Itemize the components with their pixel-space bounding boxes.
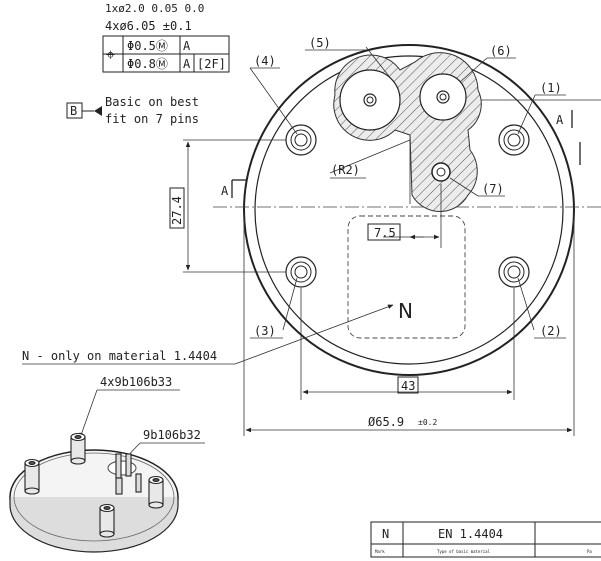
dim-diameter: Ø65.9 ±0.2 (243, 214, 575, 436)
callout-5: (5) (309, 36, 331, 50)
dim-43: 43 (300, 288, 515, 400)
section-marks: A A (221, 110, 581, 198)
dim-7-5-text: 7.5 (374, 226, 396, 240)
datum-b-letter: B (70, 104, 77, 118)
fcf-row2-datum: A (183, 57, 191, 71)
marking-letter-n: N (398, 299, 413, 323)
disc-top-view (243, 44, 575, 376)
callout-1: (1) (540, 81, 562, 95)
feature-control-frame: ⌖ Φ0.5Ⓜ A Φ0.8Ⓜ A [2F] (102, 35, 230, 73)
datum-b-note-line1: Basic on best (105, 95, 199, 109)
callout-7: (7) (482, 182, 504, 196)
title-block-mark-caption: Mark (375, 549, 385, 554)
iso-label-1: 4x9b106b33 (100, 375, 172, 389)
datum-b: B Basic on best fit on 7 pins (66, 95, 199, 126)
dim-27-4: 27.4 (169, 139, 286, 273)
section-mark-a-right: A (556, 113, 564, 127)
fcf-row1-tolerance: Φ0.5Ⓜ (127, 39, 168, 53)
pin-2 (498, 256, 530, 288)
pin-7 (431, 162, 451, 182)
callout-6: (6) (490, 44, 512, 58)
hole-spec-text: 4xø6.05 ±0.1 (105, 19, 192, 33)
fcf-row2-tolerance: Φ0.8Ⓜ (127, 57, 168, 71)
dim-diameter-tol: ±0.2 (418, 418, 437, 427)
iso-label-2: 9b106b32 (143, 428, 201, 442)
dim-43-text: 43 (401, 379, 415, 393)
fcf-row1-datum: A (183, 39, 191, 53)
callout-3: (3) (254, 324, 276, 338)
dim-diameter-text: Ø65.9 (368, 415, 404, 429)
callout-r2: (R2) (331, 163, 360, 177)
callout-2: (2) (540, 324, 562, 338)
dim-7-5: 7.5 (367, 184, 442, 248)
pin-1 (498, 124, 530, 156)
section-mark-a-left: A (221, 184, 229, 198)
clipped-header-text: 1xø2.0 0.05 0.0 (105, 2, 204, 15)
pin-3 (285, 256, 317, 288)
pin-4 (285, 124, 317, 156)
dim-27-4-text: 27.4 (170, 196, 184, 225)
isometric-view: 4x9b106b33 9b106b32 (9, 375, 205, 553)
n-note: N - only on material 1.4404 (22, 304, 394, 365)
title-block-tail: Pa (587, 549, 592, 554)
fcf-row2-note: [2F] (197, 57, 226, 71)
title-block-mark: N (382, 527, 389, 541)
callouts: (5) (6) (4) (1) (3) (2) (R2) (7) (249, 36, 566, 339)
datum-b-note-line2: fit on 7 pins (105, 112, 199, 126)
n-note-text: N - only on material 1.4404 (22, 349, 217, 363)
title-block: N EN 1.4404 Mark Type of basic material … (370, 521, 601, 558)
callout-4: (4) (254, 54, 276, 68)
marking-area (347, 215, 466, 339)
position-symbol-icon: ⌖ (106, 45, 115, 64)
title-block-material-caption: Type of basic material (437, 549, 491, 554)
title-block-material: EN 1.4404 (438, 527, 503, 541)
